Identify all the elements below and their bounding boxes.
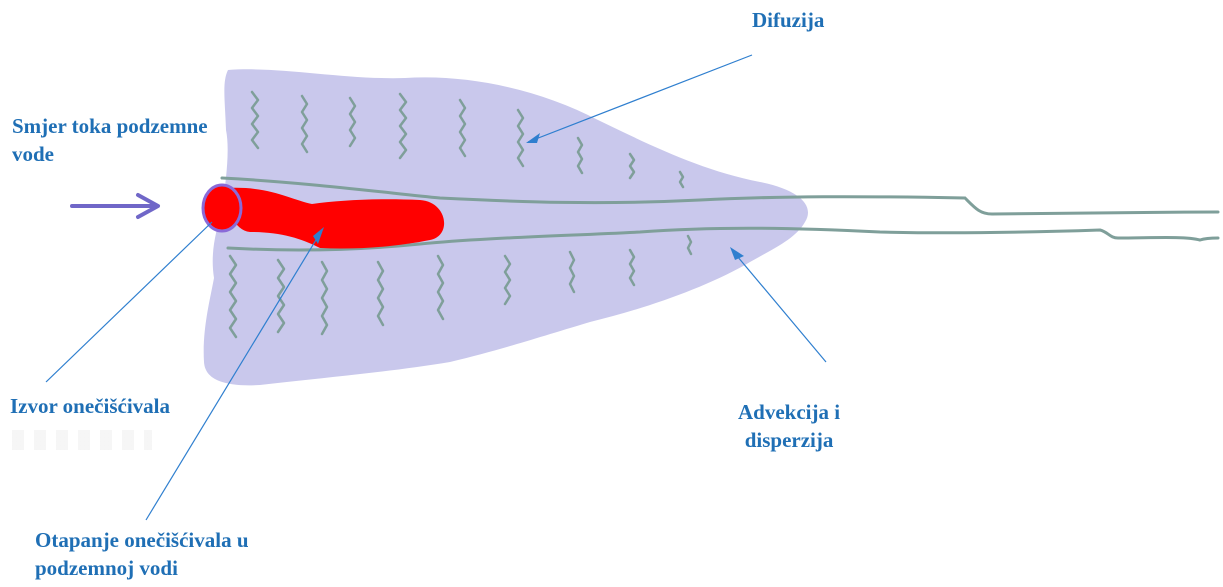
pointer-difuzija — [528, 55, 752, 142]
faded-text-remnant — [12, 430, 152, 450]
pointer-advekcija — [732, 250, 826, 362]
contaminant-source — [203, 185, 241, 231]
label-advection-dispersion-line2: disperzija — [738, 426, 840, 454]
label-dissolution: Otapanje onečišćivala u podzemnoj vodi — [35, 526, 249, 582]
label-contaminant-source-text: Izvor onečišćivala — [10, 392, 170, 420]
label-dissolution-line2: podzemnoj vodi — [35, 554, 249, 582]
label-flow-direction-line2: vode — [12, 140, 208, 168]
label-contaminant-source: Izvor onečišćivala — [10, 392, 170, 420]
pointer-izvor — [46, 222, 212, 382]
right-arrow-icon — [72, 195, 158, 217]
label-advection-dispersion-line1: Advekcija i — [738, 398, 840, 426]
squiggle-mark — [680, 172, 683, 187]
squiggle-mark — [688, 236, 691, 254]
label-difuzija: Difuzija — [752, 6, 824, 34]
label-advection-dispersion: Advekcija i disperzija — [738, 398, 840, 454]
label-flow-direction: Smjer toka podzemne vode — [12, 112, 208, 168]
label-flow-direction-line1: Smjer toka podzemne — [12, 112, 208, 140]
label-difuzija-text: Difuzija — [752, 6, 824, 34]
label-dissolution-line1: Otapanje onečišćivala u — [35, 526, 249, 554]
